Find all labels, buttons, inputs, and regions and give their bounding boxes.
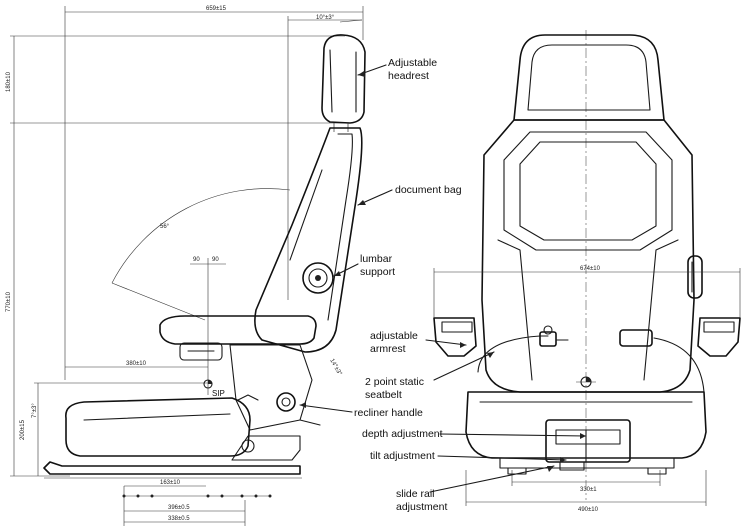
label-headrest-line1: Adjustable [388,57,437,69]
dim-headrest-travel: 180±10 [6,71,12,92]
label-headrest-line2: headrest [388,70,429,82]
dim-sip-a: 90 [193,257,200,263]
dim-rail-travel: 396±0.5 [168,505,190,511]
label-armrest-line2: armrest [370,343,406,355]
dim-armrest-width: 674±10 [580,266,601,272]
dim-overall-height: 770±10 [6,291,12,312]
dim-overall-width: 490±10 [578,507,599,513]
label-slide-rail-line1: slide rail [396,488,435,500]
front-backrest [481,119,695,393]
front-cushion [465,391,707,459]
dim-rail-spacing: 163±10 [160,480,181,486]
front-armrest-left [433,317,477,357]
label-seatbelt-line1: 2 point static [365,376,424,388]
dim-cushion-angle: 7°±3° [32,403,38,418]
label-lumbar-line2: support [360,266,395,278]
label-seatbelt-line2: seatbelt [365,389,402,401]
label-slide-rail-line2: adjustment [396,501,447,513]
callout-leaders [299,64,587,493]
dim-overall-depth: 659±15 [206,6,227,12]
dim-sip-b: 90 [212,257,219,263]
dim-back-tilt: 14°±3° [328,358,343,377]
label-document-bag: document bag [395,184,462,196]
front-headrest [513,34,665,121]
side-cushion [65,397,251,457]
front-seatbelt [477,335,705,393]
label-tilt: tilt adjustment [370,450,435,462]
label-recliner: recliner handle [354,407,423,419]
dim-sip-depth: 380±10 [126,361,147,367]
front-view: 674±10 330±1 490±10 [433,30,741,513]
side-view: 659±15 10°±3° 180±10 770±10 7°±3° 200±15… [6,6,366,526]
dim-rail-length: 338±0.5 [168,516,190,522]
lumbar-knob [302,262,334,294]
side-armrest [159,315,317,345]
dim-base-width: 330±1 [580,487,597,493]
dim-back-angle: 10°±3° [316,15,335,21]
dim-seat-height: 200±15 [20,419,26,440]
label-lumbar-line1: lumbar [360,253,393,265]
label-armrest-line1: adjustable [370,330,418,342]
label-depth: depth adjustment [362,428,443,440]
side-headrest [321,34,366,124]
sip-label: SIP [212,389,225,398]
side-backrest [254,127,363,353]
dim-recline-angle: 56° [160,224,170,230]
